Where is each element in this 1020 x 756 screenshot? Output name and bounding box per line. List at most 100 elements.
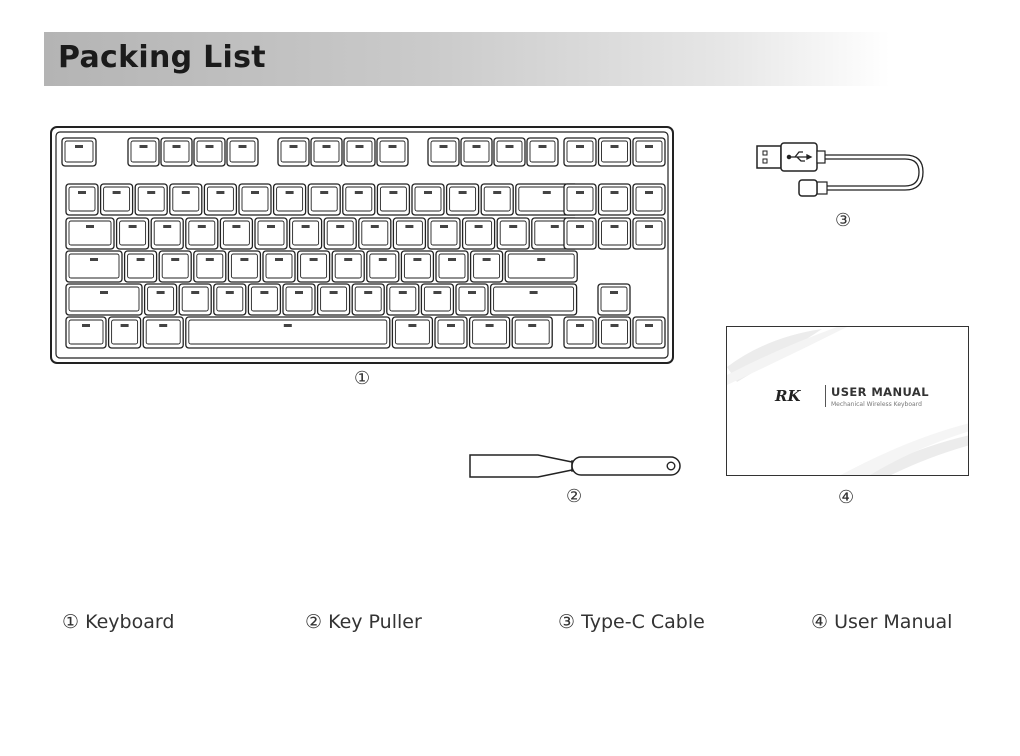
keyboard-key	[512, 317, 552, 348]
manual-divider	[825, 385, 826, 407]
keyboard-key	[298, 251, 330, 282]
keyboard-key	[239, 184, 271, 215]
manual-subtitle: Mechanical Wireless Keyboard	[831, 401, 922, 408]
keyboard-key	[274, 184, 306, 215]
keyboard-key	[435, 317, 467, 348]
keyboard-key	[393, 218, 425, 249]
keyboard-key	[248, 284, 280, 315]
keyboard-key	[170, 184, 202, 215]
cable-marker: ③	[835, 210, 851, 231]
keyboard-key	[324, 218, 356, 249]
keyboard-key	[117, 218, 149, 249]
keyboard-key	[228, 251, 260, 282]
keyboard-key	[66, 284, 142, 315]
keyboard-key	[436, 251, 468, 282]
keyboard-key	[214, 284, 246, 315]
keyboard-key	[194, 251, 226, 282]
keyboard-key	[227, 138, 258, 166]
key-puller-marker: ②	[566, 486, 582, 507]
keyboard-key	[633, 317, 665, 348]
keyboard-key	[564, 138, 596, 166]
type-c-plug	[799, 180, 817, 196]
keyboard-key	[278, 138, 309, 166]
keyboard-key	[66, 251, 122, 282]
keyboard-marker: ①	[354, 368, 370, 389]
keyboard-key	[491, 284, 577, 315]
keyboard-key	[125, 251, 157, 282]
keyboard-key	[463, 218, 495, 249]
caption-keyboard: ① Keyboard	[62, 611, 174, 633]
keyboard-key	[344, 138, 375, 166]
user-manual-illustration: RK USER MANUAL Mechanical Wireless Keybo…	[726, 326, 969, 476]
keyboard-key	[128, 138, 159, 166]
keyboard-key	[471, 251, 503, 282]
keyboard-key	[151, 218, 183, 249]
keyboard-key	[387, 284, 419, 315]
keyboard-key	[599, 184, 631, 215]
keyboard-key	[377, 184, 409, 215]
keyboard-illustration	[50, 126, 674, 364]
keyboard-key	[194, 138, 225, 166]
keyboard-key	[598, 284, 630, 315]
manual-title: USER MANUAL	[831, 385, 929, 399]
type-c-cable-illustration	[755, 140, 930, 202]
keyboard-key	[633, 138, 665, 166]
keyboard-key	[401, 251, 433, 282]
keyboard-key	[421, 284, 453, 315]
keyboard-key	[461, 138, 492, 166]
keyboard-key	[66, 184, 98, 215]
keyboard-key	[447, 184, 479, 215]
caption-row: ① Keyboard ② Key Puller ③ Type-C Cable ④…	[0, 611, 1020, 641]
keyboard-key	[263, 251, 295, 282]
keyboard-key	[470, 317, 510, 348]
keyboard-key	[352, 284, 384, 315]
keyboard-key	[505, 251, 577, 282]
keyboard-key	[66, 317, 106, 348]
keyboard-key	[527, 138, 558, 166]
keyboard-key	[135, 184, 167, 215]
keyboard-key	[255, 218, 287, 249]
keyboard-key	[497, 218, 529, 249]
keyboard-key	[145, 284, 177, 315]
keyboard-key	[564, 218, 596, 249]
keyboard-key	[186, 317, 390, 348]
keyboard-key	[367, 251, 399, 282]
keyboard-key	[428, 218, 460, 249]
keyboard-key	[143, 317, 183, 348]
keyboard-key	[220, 218, 252, 249]
keyboard-key	[343, 184, 375, 215]
keyboard-key	[311, 138, 342, 166]
keyboard-key	[599, 138, 631, 166]
keyboard-key	[412, 184, 444, 215]
caption-key-puller: ② Key Puller	[305, 611, 422, 633]
keyboard-key	[332, 251, 364, 282]
keyboard-key	[428, 138, 459, 166]
keyboard-key	[633, 218, 665, 249]
keyboard-key	[62, 138, 96, 166]
caption-type-c-cable: ③ Type-C Cable	[558, 611, 705, 633]
keyboard-key	[161, 138, 192, 166]
keyboard-key	[66, 218, 114, 249]
keyboard-key	[179, 284, 211, 315]
keyboard-key	[290, 218, 322, 249]
caption-user-manual: ④ User Manual	[811, 611, 952, 633]
keyboard-key	[308, 184, 340, 215]
keyboard-key	[392, 317, 432, 348]
keyboard-key	[599, 317, 631, 348]
keyboard-key	[101, 184, 133, 215]
page-title: Packing List	[58, 40, 266, 75]
keyboard-key	[564, 317, 596, 348]
keyboard-key	[186, 218, 218, 249]
keyboard-key	[109, 317, 141, 348]
manual-marker: ④	[838, 487, 854, 508]
keyboard-key	[359, 218, 391, 249]
key-puller-illustration	[468, 450, 683, 482]
keyboard-key	[377, 138, 408, 166]
keyboard-key	[564, 184, 596, 215]
keyboard-key	[283, 284, 315, 315]
key-puller-handle	[572, 457, 680, 475]
keyboard-key	[599, 218, 631, 249]
header-bar: Packing List	[44, 32, 890, 86]
keyboard-key	[481, 184, 513, 215]
keyboard-key	[633, 184, 665, 215]
